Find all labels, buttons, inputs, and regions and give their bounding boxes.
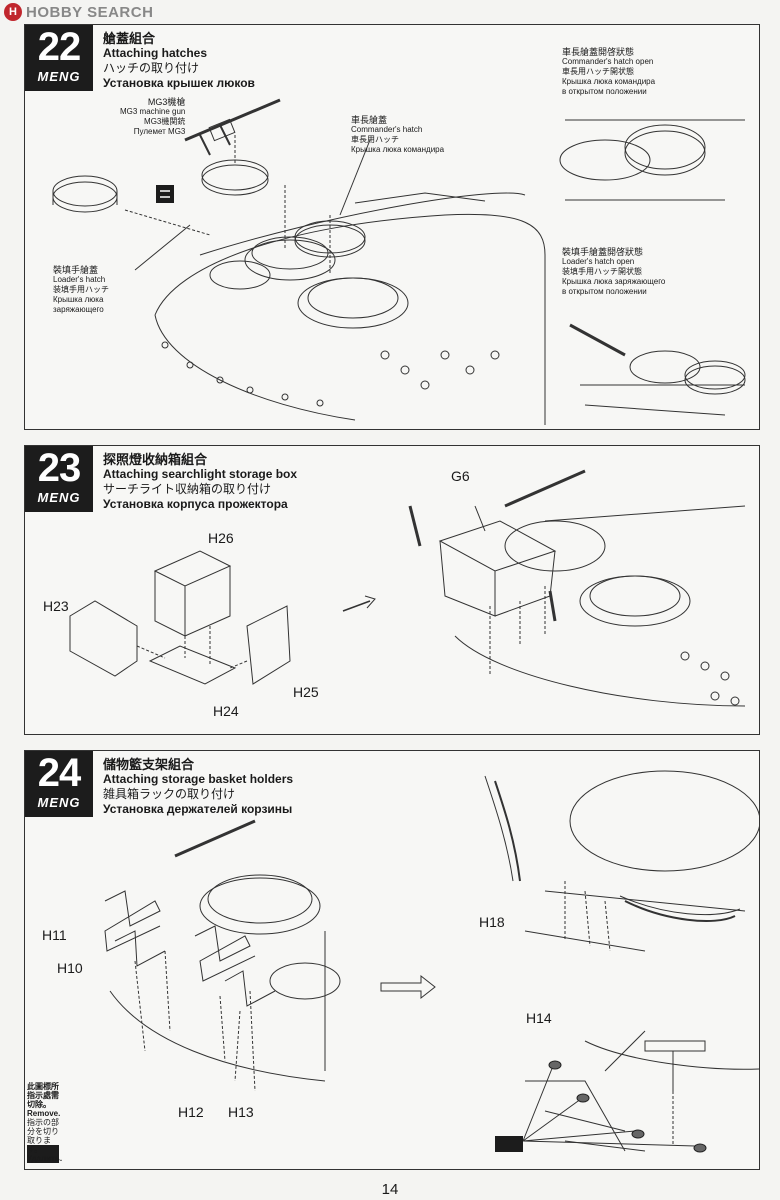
title-jp: サーチライト収納箱の取り付け — [103, 482, 272, 496]
title-jp: 雑具箱ラックの取り付け — [103, 787, 236, 801]
part-h26: H26 — [208, 530, 234, 546]
part-g6: G6 — [451, 468, 470, 484]
loader-label-jp: 装填手用ハッチ — [53, 285, 109, 294]
part-h18: H18 — [479, 914, 505, 930]
part-h10: H10 — [57, 960, 83, 976]
commander-open-label: 車長艙蓋開啓狀態 Commander's hatch open 車長用ハッチ開状… — [562, 47, 655, 97]
remove-note-text: 此圖標所指示處需切除。 Remove. 指示の部分を切り取ります。 Удалит… — [27, 1082, 62, 1163]
mg3-label-ru: Пулемет MG3 — [133, 127, 186, 136]
watermark-text: HOBBY SEARCH — [26, 3, 154, 21]
cmd-open-ru1: Крышка люка командира — [562, 77, 656, 86]
step-number: 23 — [37, 446, 82, 490]
title-ru: Установка крышек люков — [103, 76, 255, 90]
step-23-drawing — [69, 469, 746, 707]
part-h25: H25 — [293, 684, 319, 700]
part-h24: H24 — [213, 703, 239, 719]
loader-label-cn: 裝填手艙蓋 — [53, 265, 99, 275]
cmd-label-jp: 車長用ハッチ — [351, 135, 399, 144]
step-24-drawing — [104, 770, 759, 1153]
watermark: H HOBBY SEARCH — [4, 3, 153, 21]
remove-note-ru: Удалить. — [27, 1154, 63, 1163]
loader-open-label: 裝填手艙蓋開啓狀態 Loader's hatch open 装填手用ハッチ開状態… — [562, 247, 665, 297]
cmd-label-cn: 車長艙蓋 — [351, 115, 388, 125]
step-22-drawing — [52, 98, 746, 425]
remove-note-en: Remove. — [27, 1109, 61, 1118]
cmd-label-en: Commander's hatch — [351, 125, 423, 134]
mg3-label: MG3機槍 MG3 machine gun MG3機関銃 Пулемет MG3 — [120, 97, 185, 137]
step-title: 艙蓋組合 Attaching hatches ハッチの取り付け Установк… — [103, 31, 255, 91]
cut-icon — [27, 1145, 59, 1163]
title-cn: 儲物籃支架組合 — [103, 757, 195, 772]
step-badge: 22 MENG — [25, 25, 93, 91]
step-number: 24 — [37, 751, 82, 795]
part-h13: H13 — [228, 1104, 254, 1120]
part-h14: H14 — [526, 1010, 552, 1026]
title-ru: Установка держателей корзины — [103, 802, 293, 816]
title-cn: 探照燈收納箱組合 — [103, 452, 208, 467]
commander-hatch-label: 車長艙蓋 Commander's hatch 車長用ハッチ Крышка люк… — [351, 115, 444, 155]
page-number: 14 — [381, 1181, 399, 1198]
mg3-label-jp: MG3機関銃 — [144, 117, 186, 126]
loader-open-ru2: в открытом положении — [562, 287, 647, 296]
step-badge: 23 MENG — [25, 446, 93, 512]
remove-note-cn: 此圖標所指示處需切除。 — [27, 1082, 59, 1109]
remove-note: 此圖標所指示處需切除。 Remove. 指示の部分を切り取ります。 Удалит… — [27, 1082, 62, 1163]
step-22-panel: 22 MENG 艙蓋組合 Attaching hatches ハッチの取り付け … — [24, 24, 760, 430]
title-jp: ハッチの取り付け — [103, 61, 200, 75]
cmd-open-en: Commander's hatch open — [562, 57, 654, 66]
remove-note-jp: 指示の部分を切り取ります。 — [27, 1118, 59, 1154]
part-h23: H23 — [43, 598, 69, 614]
title-ru: Установка корпуса прожектора — [103, 497, 288, 511]
loader-open-en: Loader's hatch open — [562, 257, 635, 266]
title-en: Attaching storage basket holders — [103, 772, 294, 786]
step-title: 探照燈收納箱組合 Attaching searchlight storage b… — [103, 452, 297, 512]
part-h11: H11 — [42, 927, 67, 943]
step-title: 儲物籃支架組合 Attaching storage basket holders… — [103, 757, 293, 817]
brand-logo: MENG — [37, 490, 81, 505]
brand-logo: MENG — [37, 795, 81, 810]
loader-label-ru2: заряжающего — [53, 305, 104, 314]
step-23-panel: 23 MENG 探照燈收納箱組合 Attaching searchlight s… — [24, 445, 760, 735]
loader-open-cn: 裝填手艙蓋開啓狀態 — [562, 247, 644, 257]
loader-hatch-label: 裝填手艙蓋 Loader's hatch 装填手用ハッチ Крышка люка… — [53, 265, 109, 315]
cmd-label-ru: Крышка люка командира — [351, 145, 445, 154]
cmd-open-ru2: в открытом положении — [562, 87, 647, 96]
title-en: Attaching hatches — [103, 46, 208, 60]
watermark-logo: H — [4, 3, 22, 21]
mg3-label-cn: MG3機槍 — [147, 97, 186, 107]
loader-open-jp: 装填手用ハッチ開状態 — [562, 267, 642, 276]
title-cn: 艙蓋組合 — [103, 31, 156, 46]
title-en: Attaching searchlight storage box — [103, 467, 298, 481]
cmd-open-cn: 車長艙蓋開啓狀態 — [562, 47, 635, 57]
loader-label-ru1: Крышка люка — [53, 295, 104, 304]
part-h12: H12 — [178, 1104, 204, 1120]
step-24-panel: 24 MENG 儲物籃支架組合 Attaching storage basket… — [24, 750, 760, 1170]
loader-label-en: Loader's hatch — [53, 275, 106, 284]
cmd-open-jp: 車長用ハッチ開状態 — [562, 67, 634, 76]
brand-logo: MENG — [37, 69, 81, 84]
mg3-label-en: MG3 machine gun — [120, 107, 186, 116]
step-number: 22 — [37, 25, 82, 69]
step-badge: 24 MENG — [25, 751, 93, 817]
loader-open-ru1: Крышка люка заряжающего — [562, 277, 666, 286]
